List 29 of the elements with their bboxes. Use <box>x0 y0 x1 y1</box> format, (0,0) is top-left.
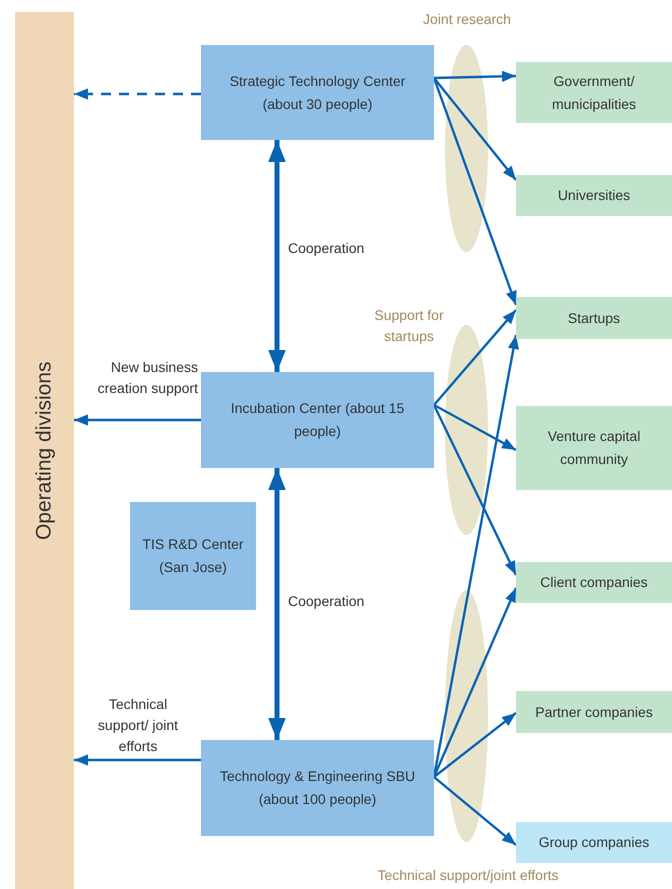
arrow <box>433 309 517 406</box>
partner-box: Startups <box>516 297 672 339</box>
arrow <box>433 776 517 846</box>
arrow <box>74 754 201 766</box>
arrow <box>74 414 201 426</box>
partner-box: Universities <box>516 175 672 216</box>
partner-box: Group companies <box>516 822 672 863</box>
partner-box: Partner companies <box>516 691 672 733</box>
group-heading: Support for startups <box>373 306 445 346</box>
center-box: Incubation Center (about 15 people) <box>201 372 434 468</box>
arrow <box>432 404 518 576</box>
partner-box: Client companies <box>516 562 672 603</box>
group-heading: Joint research <box>422 10 512 29</box>
division-bar <box>15 12 74 889</box>
arrow <box>433 404 517 452</box>
bar-label: Operating divisions <box>32 361 57 540</box>
arrow <box>433 77 517 181</box>
arrow <box>74 88 201 100</box>
center-box: Strategic Technology Center (about 30 people) <box>201 45 434 140</box>
partner-box: Government/ municipalities <box>516 62 672 123</box>
arrow <box>268 468 286 740</box>
arrow <box>434 70 516 82</box>
arrow <box>432 588 518 778</box>
center-box: TIS R&D Center (San Jose) <box>130 502 256 610</box>
group-heading: Technical support/joint efforts <box>376 866 560 885</box>
partner-box: Venture capital community <box>516 406 672 490</box>
arrow <box>268 140 286 372</box>
center-box: Technology & Engineering SBU (about 100 people) <box>201 740 434 836</box>
arrow <box>433 712 517 778</box>
